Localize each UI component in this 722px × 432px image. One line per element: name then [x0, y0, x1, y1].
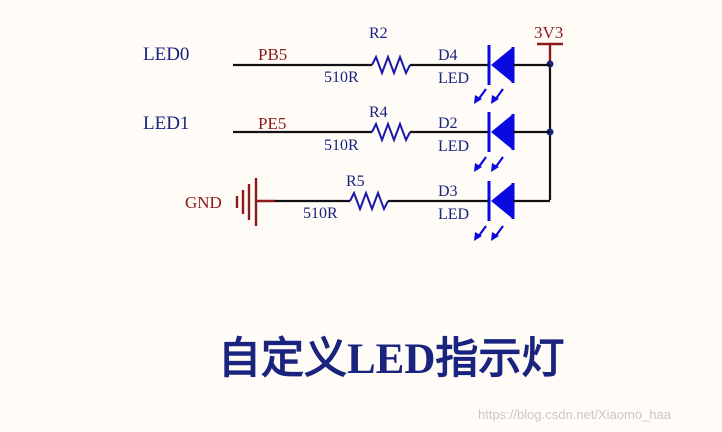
- row-led1: LED1 PE5 R4 510R D2 LED: [143, 104, 550, 172]
- watermark: https://blog.csdn.net/Xiaomo_haa: [478, 407, 672, 422]
- resistor-icon: [349, 190, 389, 212]
- resistor-icon: [371, 54, 411, 76]
- diode-ref-d4: D4: [438, 47, 458, 64]
- diode-type: LED: [438, 138, 469, 155]
- power-label: 3V3: [534, 23, 563, 42]
- resistor-ref-r2: R2: [369, 25, 388, 42]
- diode-ref-d2: D2: [438, 115, 458, 132]
- pin-label-pe5: PE5: [258, 114, 286, 133]
- net-label-led1: LED1: [143, 113, 189, 134]
- net-label-led0: LED0: [143, 44, 189, 65]
- row-gnd: GND R5 510R D3 LED: [185, 173, 550, 241]
- diode-ref-d3: D3: [438, 183, 458, 200]
- ground-label: GND: [185, 193, 222, 212]
- led-icon: [487, 181, 515, 221]
- diode-type: LED: [438, 206, 469, 223]
- light-emission-arrow-icon: [474, 225, 504, 241]
- resistor-icon: [371, 121, 411, 143]
- diode-type: LED: [438, 70, 469, 87]
- light-emission-arrow-icon: [474, 156, 504, 172]
- power-port-icon: [537, 42, 563, 63]
- led-icon: [487, 112, 515, 152]
- led-icon: [487, 45, 515, 85]
- diagram-caption: 自定义LED指示灯: [218, 335, 564, 383]
- pin-label-pb5: PB5: [258, 45, 287, 64]
- resistor-ref-r4: R4: [369, 104, 388, 121]
- ground-icon: [235, 178, 275, 226]
- light-emission-arrow-icon: [474, 88, 504, 104]
- resistor-ref-r5: R5: [346, 173, 365, 190]
- resistor-value: 510R: [324, 137, 359, 154]
- row-led0: LED0 PB5 R2 510R D4 LED: [143, 25, 550, 104]
- resistor-value: 510R: [303, 205, 338, 222]
- resistor-value: 510R: [324, 69, 359, 86]
